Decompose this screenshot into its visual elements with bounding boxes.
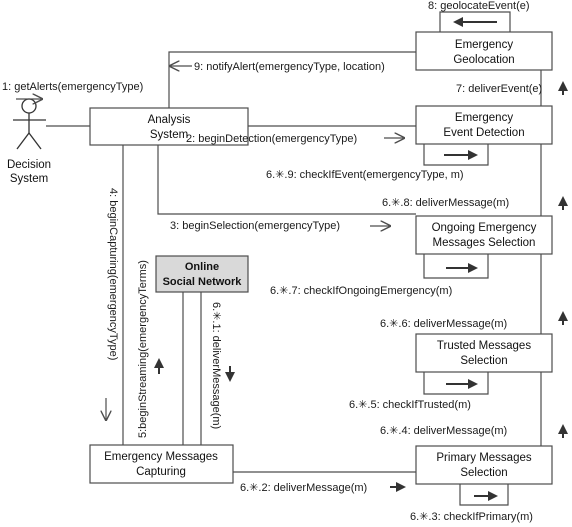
- message-8-label: 8: geolocateEvent(e): [428, 0, 530, 12]
- analysis-system-line1: Analysis: [148, 114, 191, 126]
- self-loop-geolocation: [439, 11, 511, 32]
- message-6-4-label: 6.✳.4: deliverMessage(m): [380, 425, 507, 437]
- primary-messages-selection-box[interactable]: Primary Messages Selection: [415, 445, 553, 485]
- self-loop-ongoing: [423, 254, 489, 279]
- message-4-label: 4: beginCapturing(emergencyType): [107, 188, 119, 360]
- message-6-9-label: 6.✳.9: checkIfEvent(emergencyType, m): [266, 169, 464, 181]
- message-9-label: 9: notifyAlert(emergencyType, location): [194, 61, 385, 73]
- self-loop-event-detection: [423, 144, 489, 166]
- online-social-network-box[interactable]: Online Social Network: [155, 255, 249, 293]
- link-analysis-ongoing: [157, 145, 416, 215]
- message-6-6-label: 6.✳.6: deliverMessage(m): [380, 318, 507, 330]
- event-detection-line1: Emergency: [455, 112, 513, 124]
- message-6-2-label: 6.✳.2: deliverMessage(m): [240, 482, 367, 494]
- emergency-geolocation-line1: Emergency: [455, 39, 513, 51]
- message-5-label: 5:beginStreaming(emergencyTerms): [137, 260, 149, 438]
- actor-head: [21, 98, 37, 114]
- message-6-5-label: 6.✳.5: checkIfTrusted(m): [349, 399, 471, 411]
- message-6-1-label: 6.✳.1: deliverMessage(m): [210, 302, 222, 429]
- links: [46, 51, 542, 473]
- event-detection-line2: Event Detection: [443, 127, 524, 139]
- message-7-label: 7: deliverEvent(e): [456, 83, 542, 95]
- message-6-7-label: 6.✳.7: checkIfOngoingEmergency(m): [270, 285, 452, 297]
- message-3-label: 3: beginSelection(emergencyType): [170, 220, 340, 232]
- message-6-8-label: 6.✳.8: deliverMessage(m): [382, 197, 509, 209]
- osn-line2: Social Network: [163, 276, 243, 288]
- actor-name-line2: System: [10, 173, 48, 185]
- emergency-messages-capturing-box[interactable]: Emergency Messages Capturing: [89, 444, 234, 484]
- capturing-line1: Emergency Messages: [104, 451, 218, 463]
- message-2-label: 2: beginDetection(emergencyType): [186, 133, 357, 145]
- ongoing-selection-line2: Messages Selection: [433, 237, 536, 249]
- primary-selection-line2: Selection: [460, 467, 507, 479]
- emergency-geolocation-box[interactable]: Emergency Geolocation: [415, 31, 553, 71]
- ongoing-selection-line1: Ongoing Emergency: [432, 222, 537, 234]
- emergency-geolocation-line2: Geolocation: [453, 54, 514, 66]
- message-1-label: 1: getAlerts(emergencyType): [2, 81, 143, 93]
- analysis-system-line2: System: [150, 129, 188, 141]
- ongoing-emergency-selection-box[interactable]: Ongoing Emergency Messages Selection: [415, 215, 553, 255]
- self-loop-primary: [459, 484, 509, 506]
- message-6-3-label: 6.✳.3: checkIfPrimary(m): [410, 511, 533, 523]
- primary-selection-line1: Primary Messages: [436, 452, 531, 464]
- trusted-messages-selection-box[interactable]: Trusted Messages Selection: [415, 333, 553, 373]
- trusted-selection-line1: Trusted Messages: [437, 340, 531, 352]
- link-analysis-geolocation: [168, 51, 416, 108]
- decision-system-actor: [13, 98, 46, 150]
- self-loop-trusted: [423, 372, 489, 395]
- trusted-selection-line2: Selection: [460, 355, 507, 367]
- capturing-line2: Capturing: [136, 466, 186, 478]
- actor-name-line1: Decision: [7, 159, 51, 171]
- analysis-system-box[interactable]: Analysis System: [89, 107, 249, 146]
- emergency-event-detection-box[interactable]: Emergency Event Detection: [415, 105, 553, 145]
- osn-line1: Online: [185, 261, 219, 273]
